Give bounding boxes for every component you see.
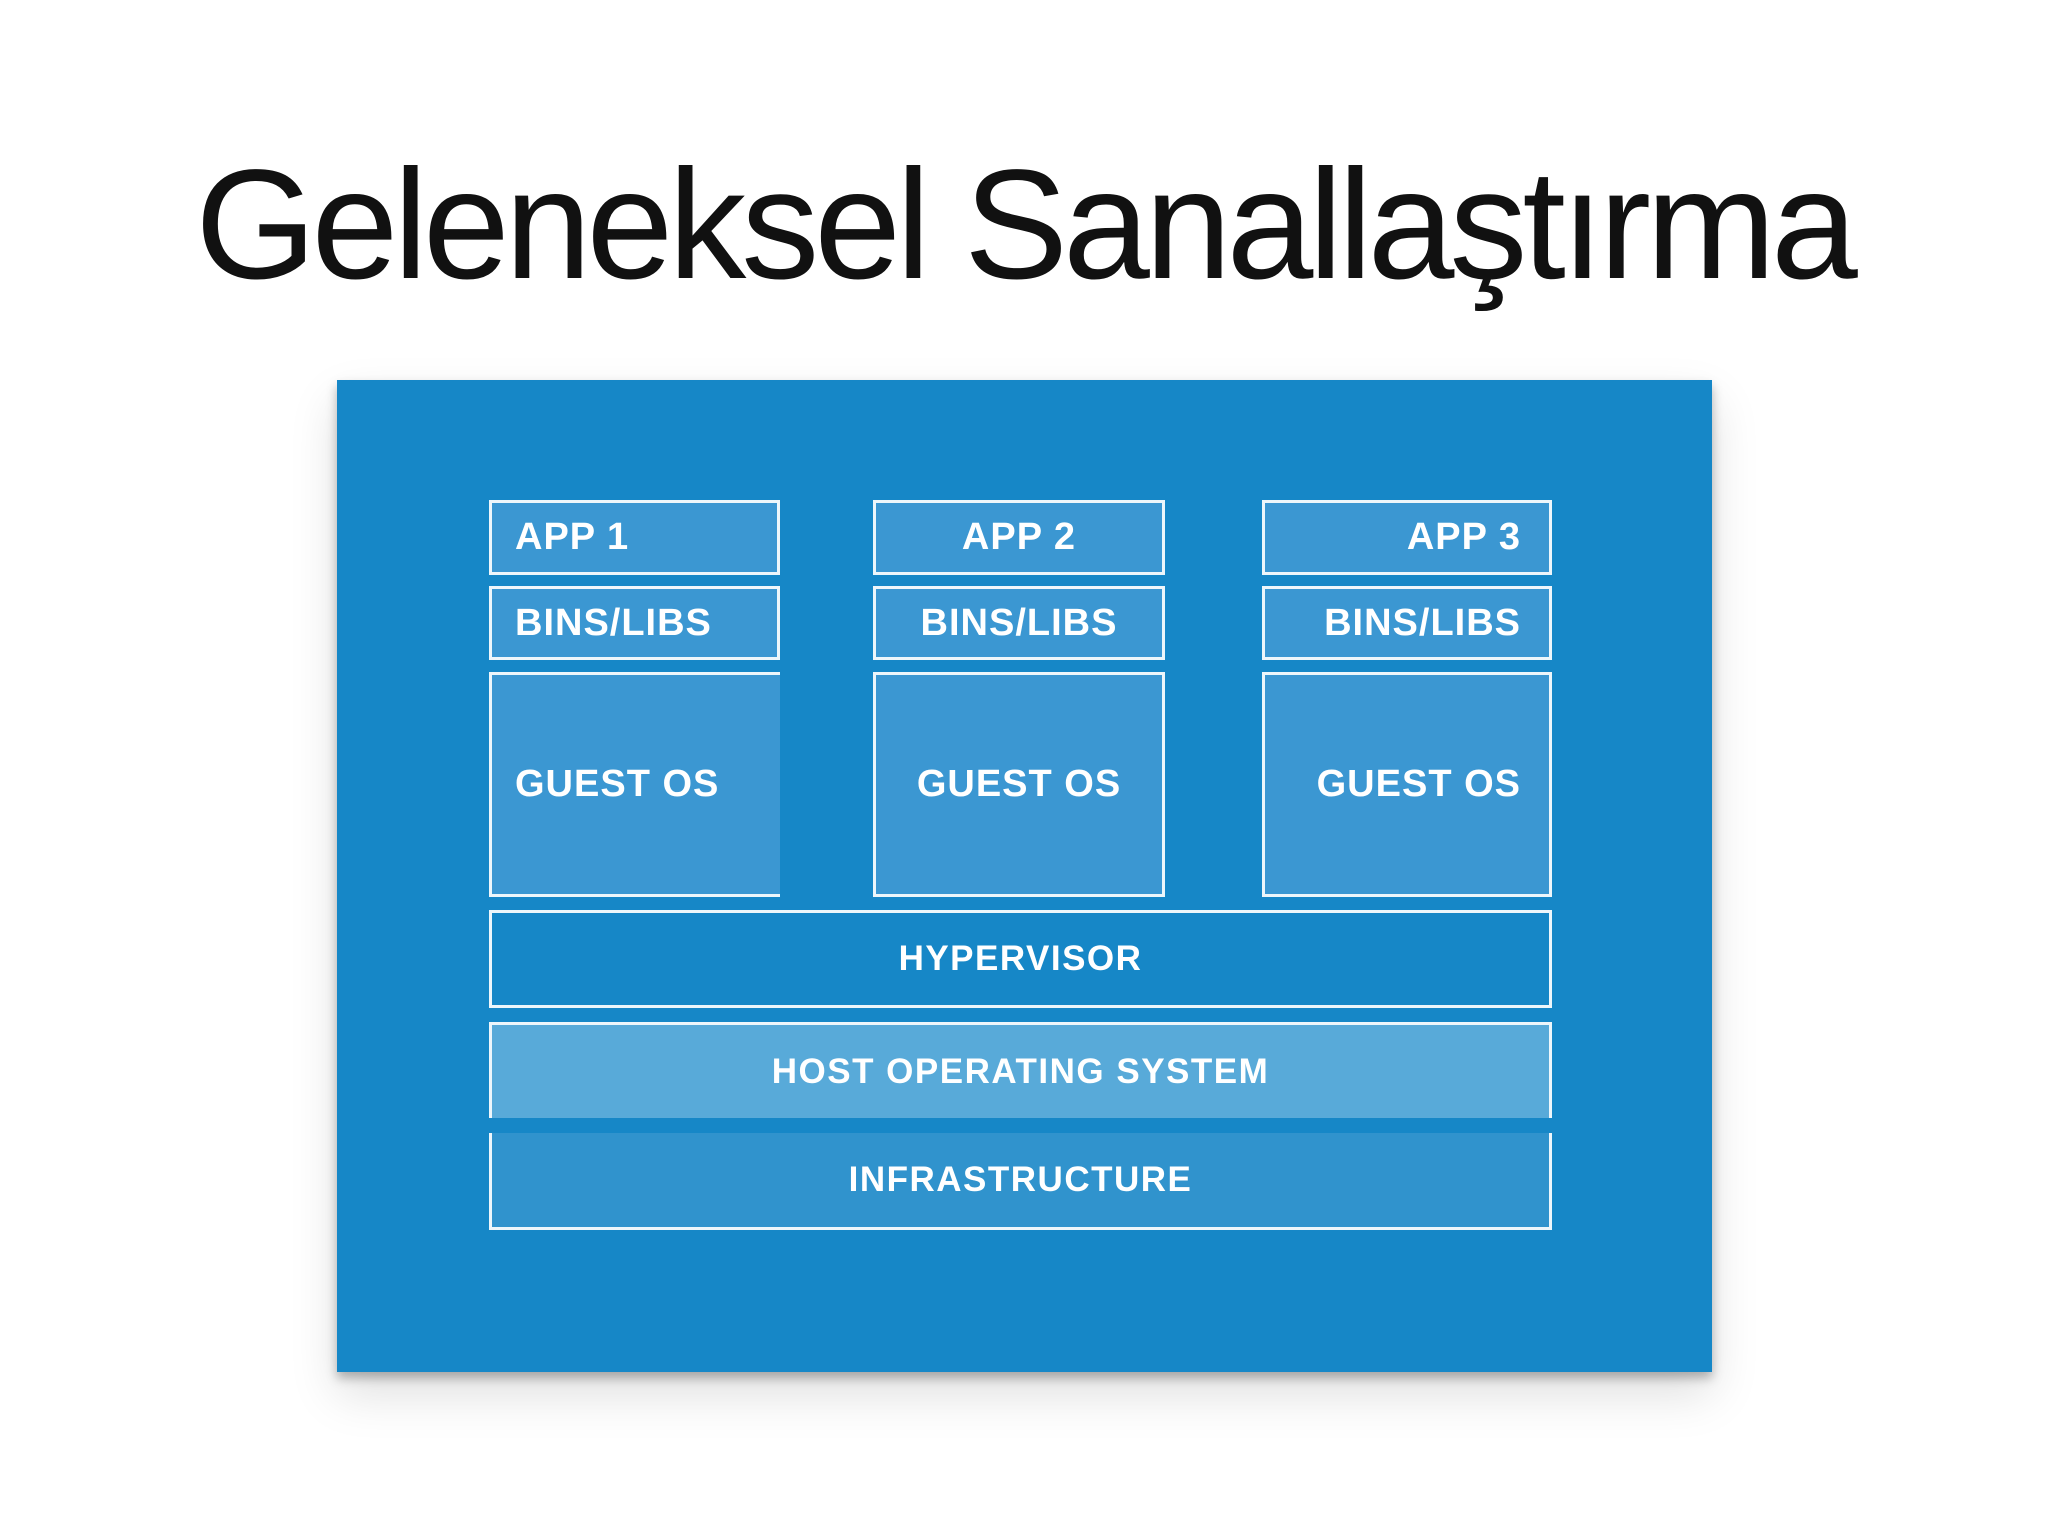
guest-os-box-2: GUEST OS xyxy=(873,672,1165,897)
host-operating-system-layer: HOST OPERATING SYSTEM xyxy=(489,1022,1552,1118)
page-title: Geleneksel Sanallaştırma xyxy=(195,138,1858,312)
app2-box: APP 2 xyxy=(873,500,1165,575)
bins-libs-box-2: BINS/LIBS xyxy=(873,586,1165,660)
bins-libs-box-1: BINS/LIBS xyxy=(489,586,780,660)
hypervisor-layer: HYPERVISOR xyxy=(489,910,1552,1008)
bins-libs-box-3: BINS/LIBS xyxy=(1262,586,1552,660)
guest-os-box-3: GUEST OS xyxy=(1262,672,1552,897)
app1-box: APP 1 xyxy=(489,500,780,575)
virtualization-diagram-panel: APP 1 BINS/LIBS GUEST OS APP 2 BINS/LIBS… xyxy=(337,380,1712,1372)
infrastructure-layer: INFRASTRUCTURE xyxy=(489,1133,1552,1230)
guest-os-box-1: GUEST OS xyxy=(489,672,780,897)
app3-box: APP 3 xyxy=(1262,500,1552,575)
